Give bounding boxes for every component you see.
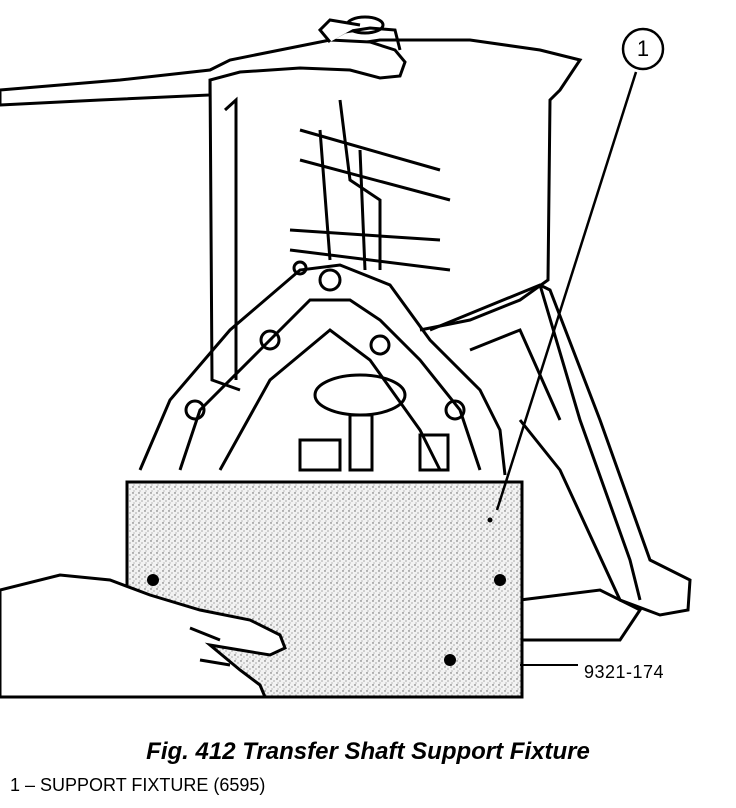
legend-item: 1 – SUPPORT FIXTURE (6595) xyxy=(10,775,266,795)
support-leg xyxy=(429,283,692,642)
transfer-shaft-support-fixture-illustration xyxy=(0,15,692,699)
lower-hand xyxy=(0,573,287,699)
legend: 1 – SUPPORT FIXTURE (6595) xyxy=(10,775,265,796)
callout-number: 1 xyxy=(636,36,650,61)
case-bracket xyxy=(138,260,507,476)
callout-1 xyxy=(495,27,665,511)
upper-hand xyxy=(0,18,407,107)
figure-reference-number: 9321-174 xyxy=(584,662,665,682)
figure-caption: Fig. 412 Transfer Shaft Support Fixture xyxy=(146,738,590,765)
